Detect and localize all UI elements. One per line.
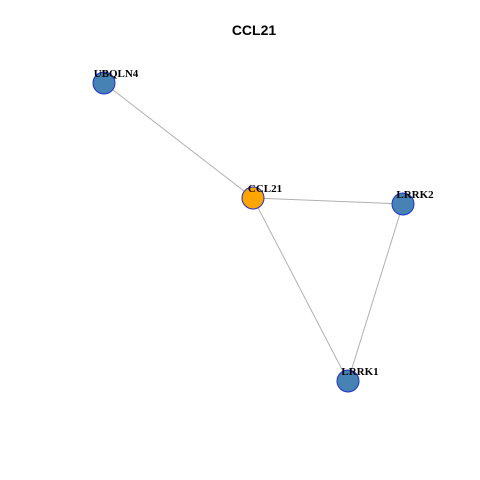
node-circle — [241, 186, 265, 210]
edge-ccl21-lrrk2 — [252, 197, 404, 205]
edge-ubqln4-ccl21 — [103, 82, 254, 199]
node-circle — [92, 71, 116, 95]
edge-ccl21-lrrk1 — [252, 197, 349, 382]
node-lrrk1: LRRK1 — [336, 366, 379, 393]
node-label: LRRK1 — [341, 366, 378, 378]
graph-title: CCL21 — [232, 22, 277, 38]
node-label: UBQLN4 — [94, 68, 139, 80]
node-label: LRRK2 — [396, 189, 434, 201]
node-ccl21: CCL21 — [241, 183, 282, 210]
node-circle — [391, 192, 415, 216]
node-lrrk2: LRRK2 — [391, 189, 434, 216]
node-ubqln4: UBQLN4 — [92, 68, 139, 95]
edge-layer — [103, 82, 404, 382]
edge-lrrk2-lrrk1 — [347, 203, 404, 382]
node-circle — [336, 369, 360, 393]
node-label: CCL21 — [248, 183, 282, 195]
